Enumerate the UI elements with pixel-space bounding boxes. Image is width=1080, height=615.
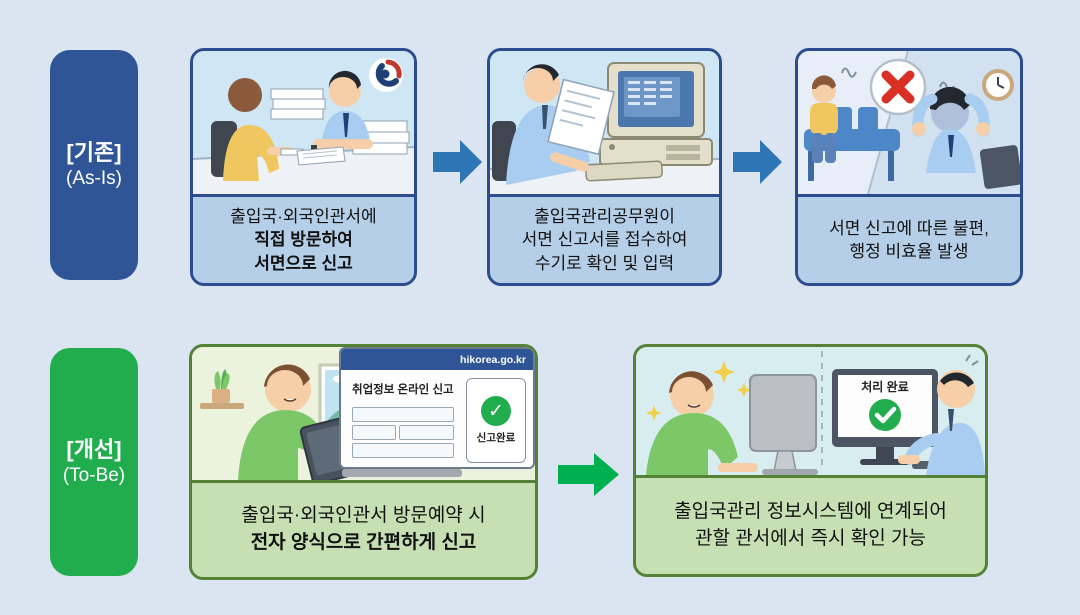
form-title: 취업정보 온라인 신고: [352, 384, 454, 396]
notify-marks: [965, 354, 979, 366]
browser-body: 취업정보 온라인 신고 ✓ 신고완료: [341, 370, 533, 467]
to-be-title: [개선]: [66, 437, 122, 463]
caption-line: 서면으로 신고: [254, 253, 353, 273]
to-be-step-1-caption: 출입국·외국인관서 방문예약 시 전자 양식으로 간편하게 신고: [192, 480, 535, 577]
manual-entry-scene: [490, 51, 719, 194]
plant-on-shelf: [200, 369, 244, 409]
form-field: [399, 425, 454, 440]
error-x-icon: [869, 58, 927, 116]
form-field: [352, 425, 396, 440]
as-is-subtitle: (As-Is): [66, 167, 122, 189]
korea-gov-emblem-icon: [369, 58, 403, 92]
to-be-step-2-panel: 처리 완료 출입국: [633, 344, 988, 577]
filing-complete-label: 신고완료: [476, 432, 516, 444]
hikorea-browser-window: hikorea.go.kr 취업정보 온라인 신고 ✓ 신고완료: [339, 347, 535, 469]
as-is-step-1-panel: 출입국·외국인관서에 직접 방문하여 서면으로 신고: [190, 48, 417, 286]
caption-line: 직접 방문하여: [254, 230, 353, 250]
caption-line: 출입국·외국인관서에: [230, 206, 377, 226]
inefficiency-illustration: [798, 51, 1020, 195]
as-is-title: [기존]: [66, 140, 122, 166]
crt-computer: [585, 62, 713, 182]
as-is-step-2-panel: 출입국관리공무원이 서면 신고서를 접수하여 수기로 확인 및 입력: [487, 48, 722, 286]
monitor-back: [749, 374, 818, 475]
to-be-stage-label: [개선] (To-Be): [50, 348, 138, 576]
to-be-step-2-caption: 출입국관리 정보시스템에 연계되어 관할 관서에서 즉시 확인 가능: [636, 475, 985, 574]
online-filing-illustration: hikorea.go.kr 취업정보 온라인 신고 ✓ 신고완료: [192, 347, 535, 485]
screen-complete-label: 처리 완료: [861, 379, 909, 394]
as-is-step-3-panel: 서면 신고에 따른 불편, 행정 비효율 발생: [795, 48, 1023, 286]
caption-line: 서면 신고에 따른 불편,: [829, 218, 989, 238]
inefficiency-scene: [798, 51, 1020, 195]
as-is-step-3-caption: 서면 신고에 따른 불편, 행정 비효율 발생: [798, 194, 1020, 283]
manual-entry-illustration: [490, 51, 719, 194]
flow-arrow-icon: [733, 140, 782, 184]
online-user-figure: [646, 371, 758, 475]
as-is-step-2-caption: 출입국관리공무원이 서면 신고서를 접수하여 수기로 확인 및 입력: [490, 194, 719, 283]
caption-line: 출입국·외국인관서 방문예약 시: [241, 505, 486, 527]
browser-title-bar: hikorea.go.kr: [341, 349, 533, 370]
office-monitor: [979, 145, 1020, 189]
paper-form: [296, 146, 346, 166]
wall-clock-icon: [982, 69, 1014, 101]
instant-confirmation-illustration: 처리 완료: [636, 347, 985, 475]
result-monitor: 처리 완료: [832, 369, 958, 469]
as-is-stage-label: [기존] (As-Is): [50, 50, 138, 280]
annoyance-squiggle: [841, 67, 857, 78]
to-be-subtitle: (To-Be): [62, 464, 126, 486]
caption-line: 출입국관리공무원이: [534, 206, 675, 226]
waiting-person-figure: [810, 75, 838, 163]
filing-complete-card: ✓ 신고완료: [466, 378, 526, 463]
as-is-step-1-caption: 출입국·외국인관서에 직접 방문하여 서면으로 신고: [193, 194, 414, 283]
check-icon: ✓: [481, 396, 511, 426]
paper-stack-center: [270, 88, 326, 120]
caption-line: 수기로 확인 및 입력: [534, 253, 675, 273]
form-field: [352, 407, 454, 422]
office-visit-scene: [193, 51, 414, 194]
caption-line: 관할 관서에서 즉시 확인 가능: [695, 528, 926, 549]
caption-line: 행정 비효율 발생: [849, 242, 969, 261]
to-be-step-1-panel: hikorea.go.kr 취업정보 온라인 신고 ✓ 신고완료 출입국·외국인…: [189, 344, 538, 580]
browser-url: hikorea.go.kr: [460, 353, 526, 366]
flow-arrow-icon: [558, 453, 619, 496]
office-visit-illustration: [193, 51, 414, 194]
check-icon: [874, 406, 897, 424]
immigration-officer-figure: [313, 70, 373, 149]
stressed-officer-figure: [912, 86, 990, 173]
caption-line: 서면 신고서를 접수하여: [521, 230, 688, 250]
caption-line: 전자 양식으로 간편하게 신고: [250, 532, 477, 553]
flow-arrow-icon: [433, 140, 482, 184]
system-link-scene: 처리 완료: [636, 347, 985, 475]
caption-line: 출입국관리 정보시스템에 연계되어: [674, 501, 947, 523]
officer-figure: [898, 354, 985, 475]
paper-document: [547, 78, 615, 156]
applicant-figure: [211, 78, 304, 181]
form-field: [352, 443, 454, 458]
sparkle-icon: [646, 361, 751, 421]
